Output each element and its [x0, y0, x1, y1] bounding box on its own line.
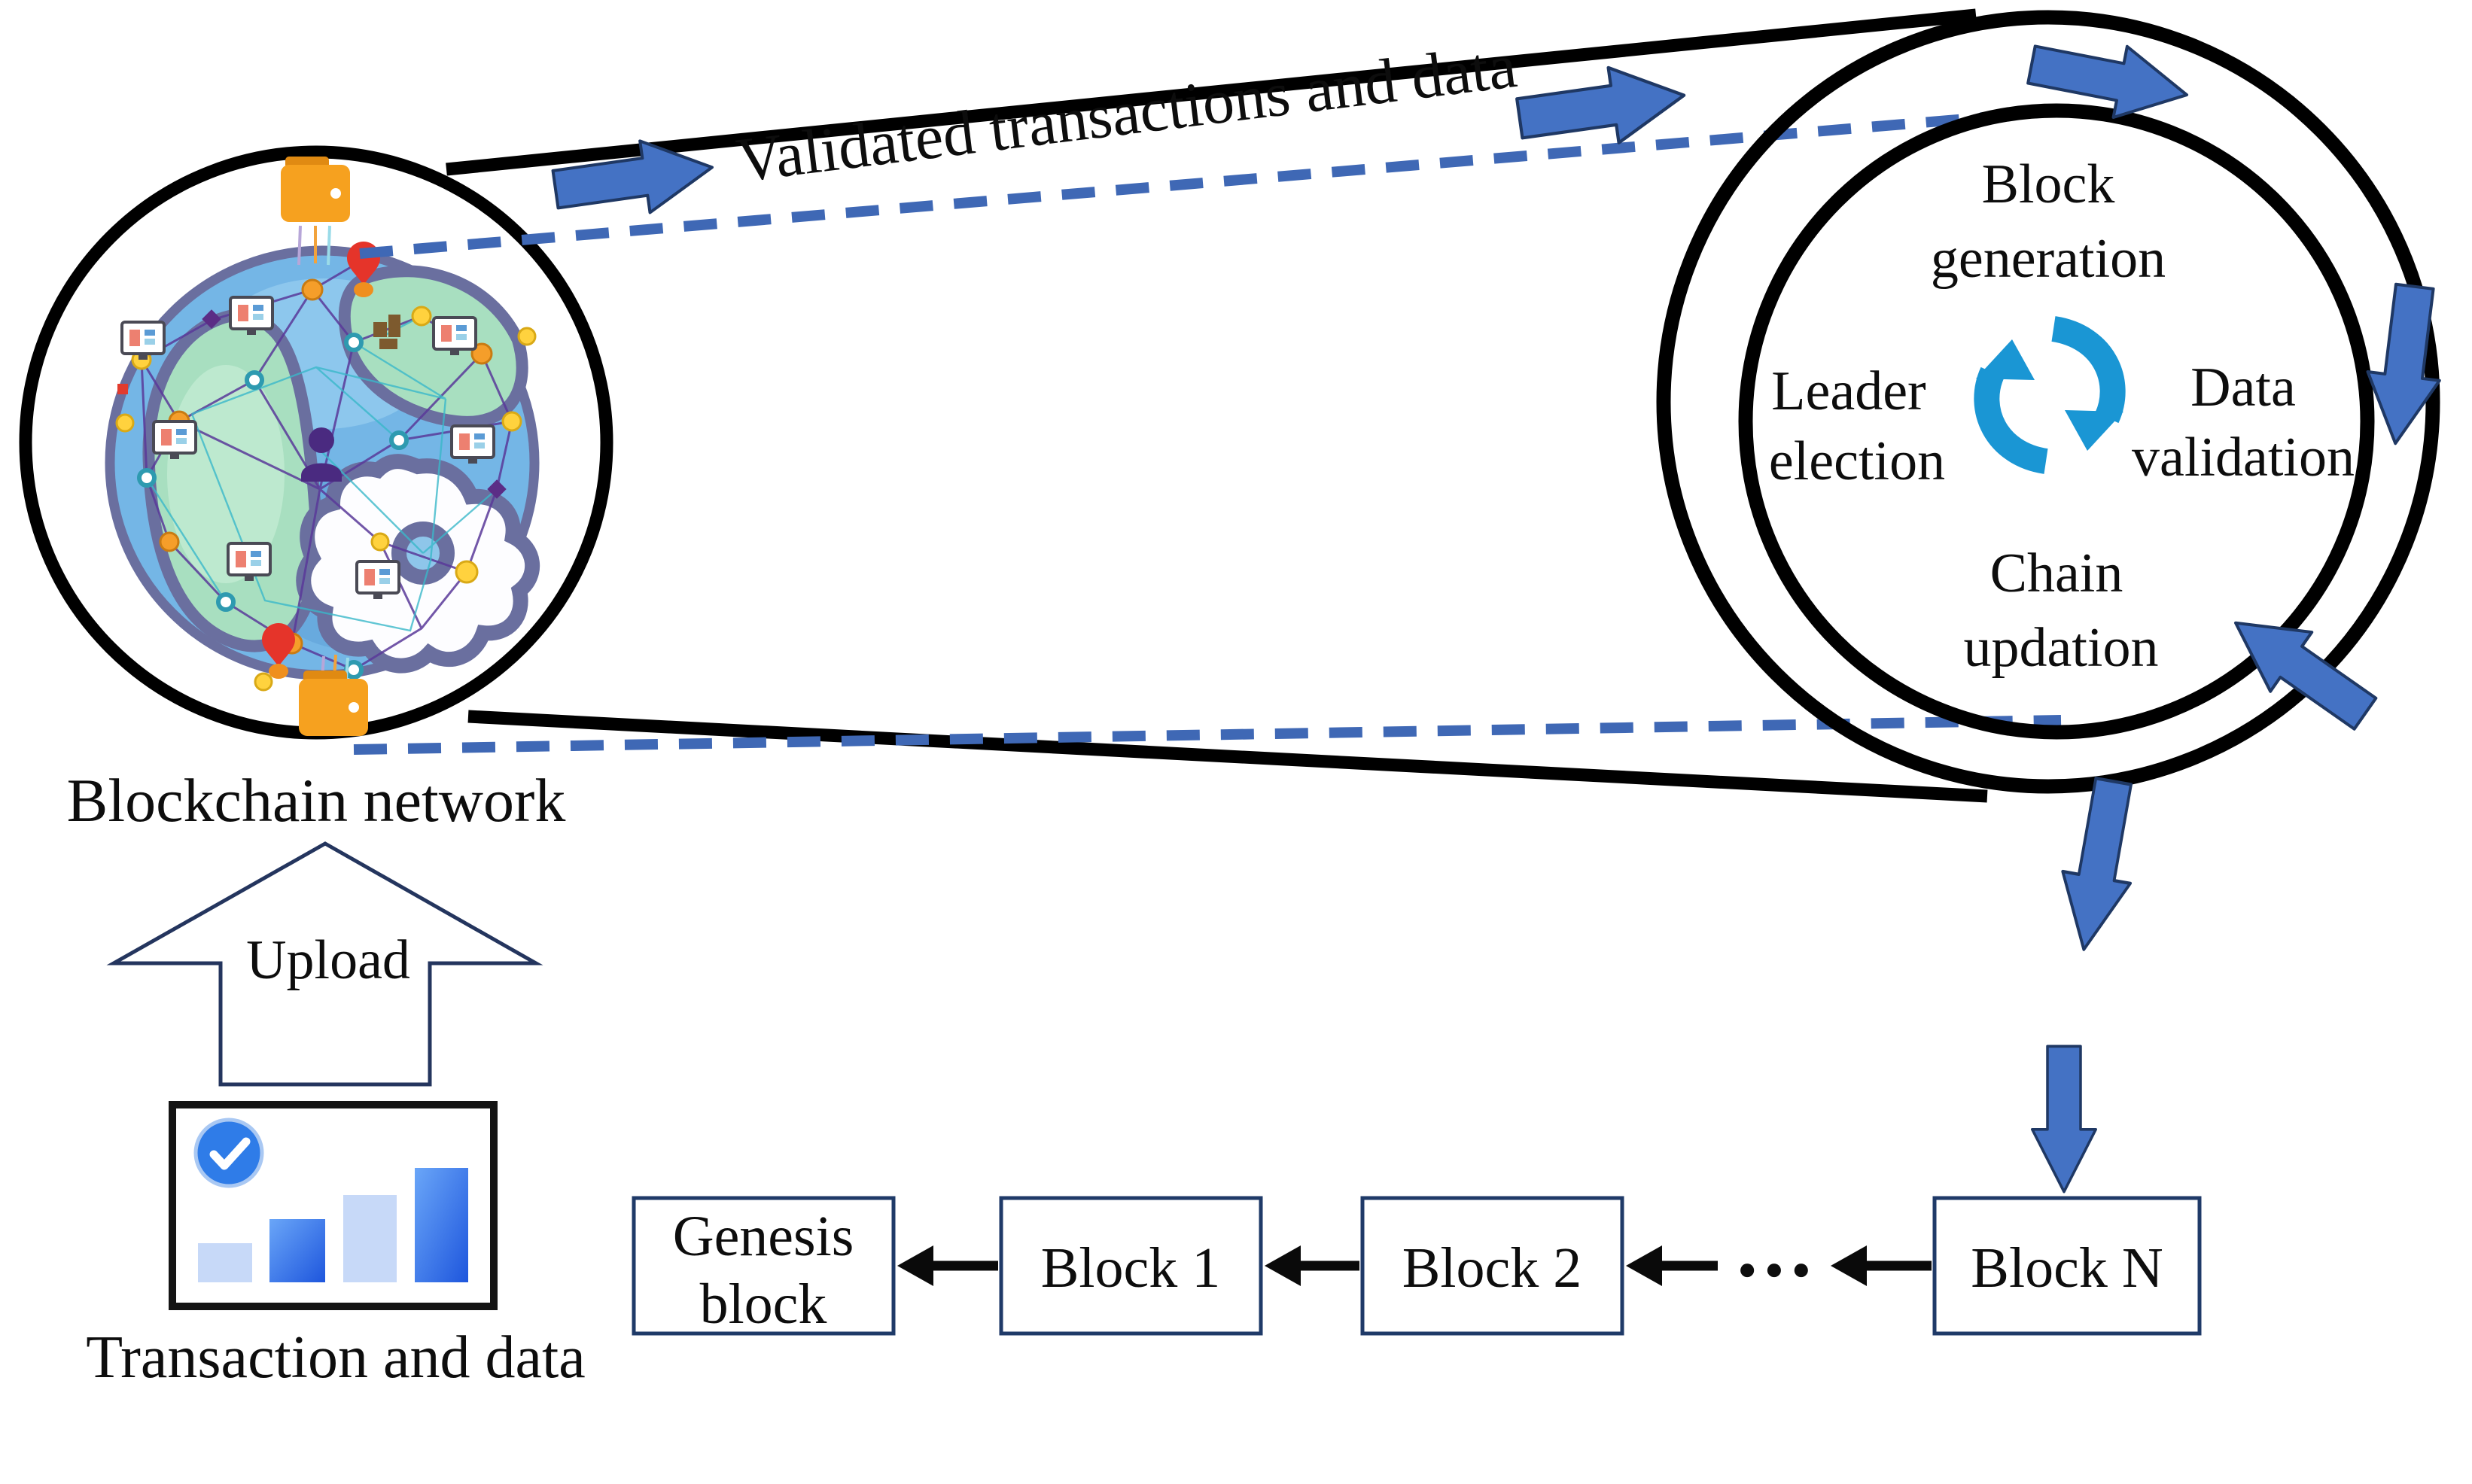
chain-arrow — [897, 1245, 998, 1286]
chain-updation-label-line1: Chain — [1990, 543, 2123, 604]
block-n-label: Block N — [1971, 1236, 2163, 1300]
computer-icon — [355, 560, 400, 601]
computer-icon — [152, 420, 197, 461]
block-generation-label-line2: generation — [1931, 228, 2166, 290]
genesis-block-box — [632, 1196, 896, 1336]
block-generation-label-line1: Block — [1982, 154, 2115, 215]
building-icon — [373, 315, 400, 349]
transaction-data-card — [169, 1101, 498, 1310]
block-1-label: Block 1 — [1041, 1236, 1221, 1300]
genesis-block-label-line1: Genesis — [673, 1205, 854, 1268]
data-validation-label-line2: validation — [2132, 427, 2355, 488]
leader-election-label-line1: Leader — [1771, 360, 1926, 422]
data-validation-label-line1: Data — [2190, 357, 2296, 418]
block-n-box — [1932, 1196, 2202, 1336]
belt-top-line — [446, 8, 1977, 176]
belt-bottom-line — [467, 710, 1988, 803]
network-mesh-secondary — [145, 315, 498, 632]
chain-arrow — [1626, 1245, 1718, 1286]
belt-funnel — [446, 8, 1988, 803]
sync-icon — [1974, 316, 2126, 474]
cycle-inner-ring — [1738, 103, 2375, 740]
block-2-box — [1360, 1196, 1624, 1336]
block-chain: Genesis block Block 1 Block 2 Block N ● … — [632, 1196, 2202, 1336]
down-arrow-to-chain — [2030, 1045, 2098, 1194]
wallet-icon — [281, 157, 350, 222]
bar-chart-icon — [198, 1168, 468, 1282]
consensus-cycle: Block generation Leader election Data va… — [1656, 10, 2452, 956]
chain-ellipsis: ● ● ● — [1737, 1252, 1810, 1287]
chain-arrow — [1265, 1245, 1359, 1286]
user-icon — [301, 427, 342, 482]
computer-icon — [450, 424, 495, 465]
computer-icon — [120, 321, 166, 361]
block-2-label: Block 2 — [1402, 1236, 1582, 1300]
dashed-line-top — [359, 108, 2039, 259]
block-1-box — [999, 1196, 1263, 1336]
computer-icon — [432, 316, 477, 357]
dashed-line-bottom — [353, 715, 2062, 755]
continent-left-inner — [167, 365, 285, 583]
check-circle-icon — [193, 1118, 264, 1188]
transaction-and-data-label: Transaction and data — [86, 1324, 586, 1391]
upload-label: Upload — [246, 929, 410, 991]
wallet-icon — [299, 671, 368, 736]
blockchain-network-label: Blockchain network — [67, 766, 566, 835]
upload-arrow: Upload — [106, 841, 543, 1087]
chain-updation-label-line2: updation — [1964, 617, 2159, 679]
computer-icon — [227, 542, 272, 582]
computer-icon — [229, 296, 274, 336]
blockchain-network-globe — [19, 145, 613, 740]
cycle-outer-ring — [1656, 10, 2440, 794]
leader-election-label-line2: election — [1769, 430, 1945, 492]
chain-arrow — [1831, 1245, 1932, 1286]
genesis-block-label-line2: block — [700, 1273, 827, 1336]
cycle-exit-arrow — [2050, 775, 2147, 955]
